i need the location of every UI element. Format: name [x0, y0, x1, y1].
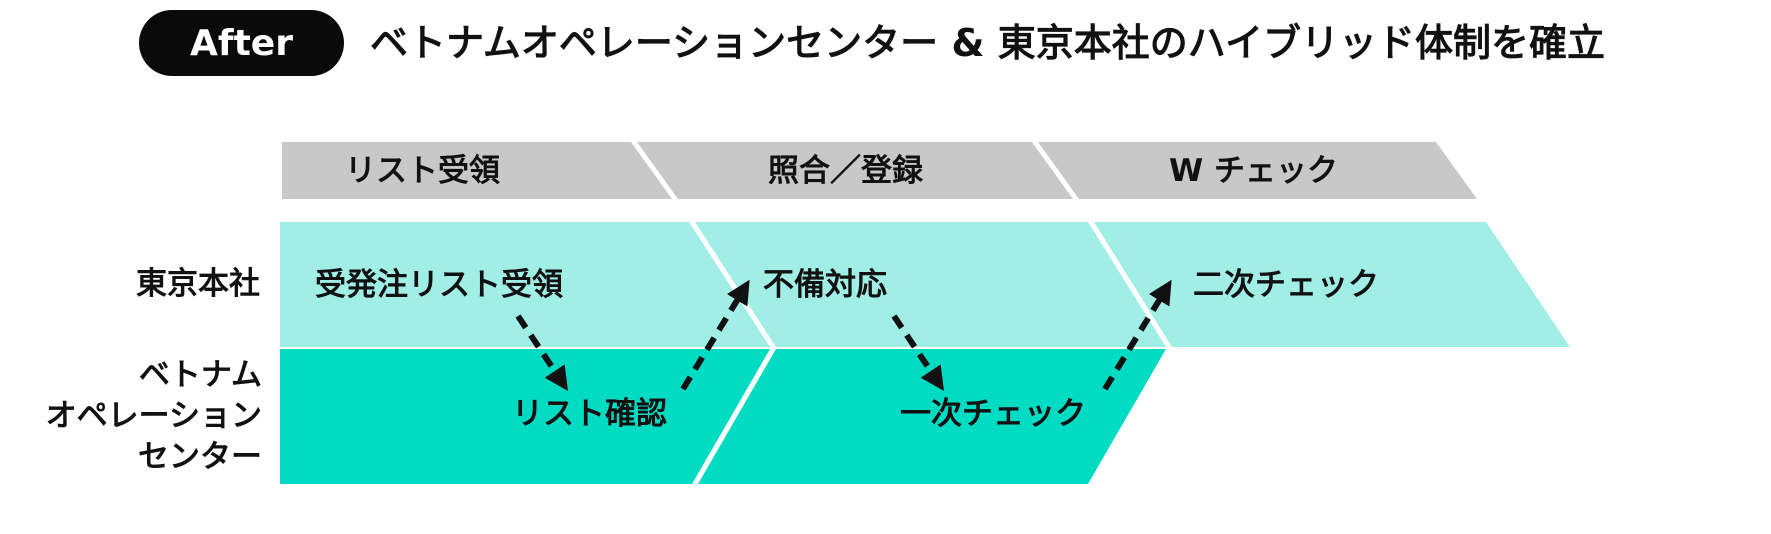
- task-deficiency-handling: 不備対応: [763, 267, 887, 303]
- task-second-check: 二次チェック: [1193, 267, 1379, 303]
- arrow-first-check-to-second-check: [1102, 279, 1172, 391]
- vietnam-lane-1: [280, 349, 770, 484]
- row-label-vietnam-line-3: センター: [138, 439, 262, 475]
- arrow-deficiency-to-first-check: [891, 314, 944, 391]
- arrow-confirm-to-deficiency: [680, 279, 750, 391]
- task-order-list-receipt: 受発注リスト受領: [315, 267, 563, 303]
- stage-bar-1: [282, 142, 672, 199]
- task-first-check: 一次チェック: [900, 396, 1086, 432]
- row-label-vietnam-line-1: ベトナム: [139, 357, 262, 393]
- row-label-vietnam-line-2: オペレーション: [46, 398, 262, 434]
- vietnam-lane-2: [698, 349, 1166, 484]
- tokyo-lane-2: [695, 222, 1166, 347]
- stage-bar-3: [1038, 142, 1477, 199]
- tokyo-lane-3: [1094, 222, 1570, 347]
- stage-label-1: リスト受領: [345, 153, 500, 189]
- arrow-receipt-to-confirm: [515, 314, 568, 391]
- stage-label-2: 照合／登録: [768, 153, 924, 189]
- page-title: ベトナムオペレーションセンター & 東京本社のハイブリッド体制を確立: [370, 21, 1605, 65]
- tokyo-lane-1: [280, 222, 770, 347]
- stage-bar-2: [637, 142, 1073, 199]
- after-badge: After: [139, 10, 344, 76]
- stage-label-3: W チェック: [1169, 153, 1338, 189]
- task-list-confirm: リスト確認: [512, 396, 667, 432]
- row-label-tokyo: 東京本社: [136, 266, 260, 302]
